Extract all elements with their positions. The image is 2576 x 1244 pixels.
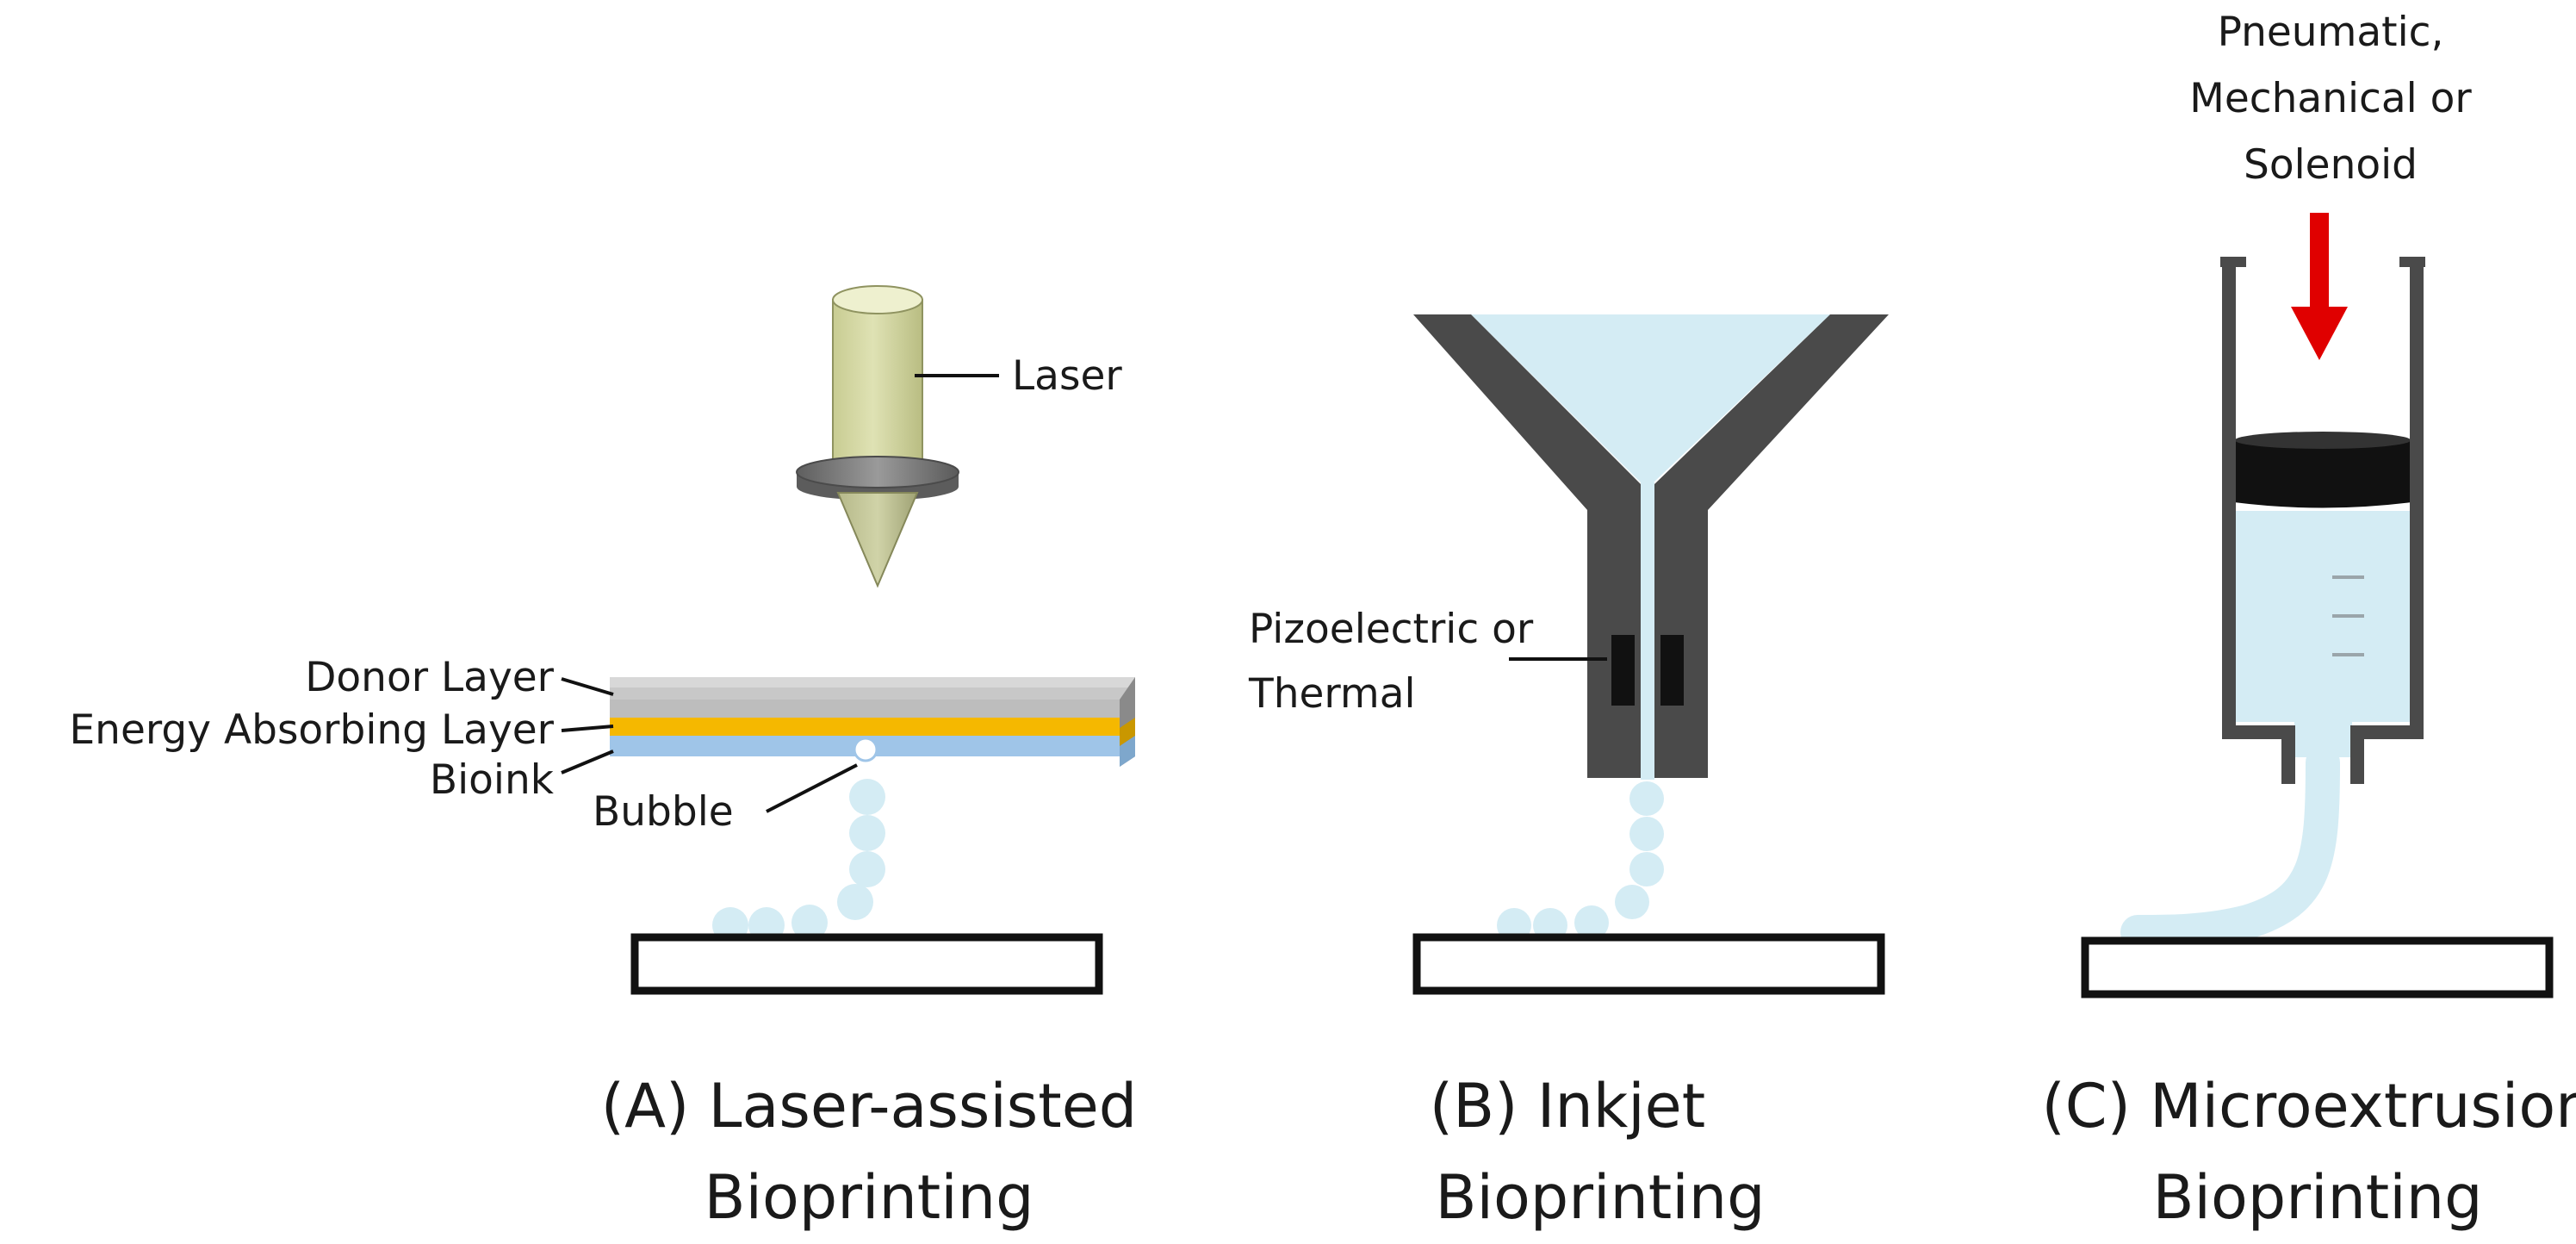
inkjet-caption-line2: Bioprinting [1435,1162,1765,1233]
plunger [2234,432,2412,508]
extrusion-panel: Pneumatic, Mechanical or Solenoid (C [2041,9,2576,1233]
actuator-label-line2: Thermal [1248,670,1416,718]
actuator-label-line1: Pizoelectric or [1249,606,1534,653]
bubble-leader-line [766,763,858,813]
energy-leader-line [561,725,614,732]
laser-panel: Laser Donor Layer Energy Absorbing Layer… [69,285,1137,1233]
drive-label-line1: Pneumatic, [2218,9,2444,56]
bubble-label: Bubble [593,788,734,836]
laser-substrate [630,933,1103,995]
laser-droplets [712,779,885,943]
energy-layer-label: Energy Absorbing Layer [69,706,554,754]
inkjet-nozzle-icon [1413,314,1889,780]
pressure-arrow-icon [2291,213,2348,360]
syringe-icon [2220,257,2425,784]
energy-absorbing-layer [610,718,1135,736]
inkjet-caption-line1: (B) Inkjet [1430,1071,1705,1141]
extrusion-caption-line2: Bioprinting [2152,1162,2482,1233]
inkjet-droplets [1497,781,1664,942]
inkjet-panel: Pizoelectric or Thermal (B) Inkjet Biopr… [1248,314,1889,1233]
drive-label-line3: Solenoid [2244,141,2418,189]
bioink-label: Bioink [430,756,555,804]
donor-leader-line [561,677,614,696]
laser-label: Laser [1012,352,1122,400]
extruded-filament [2120,745,2340,950]
donor-layer-label: Donor Layer [305,654,554,701]
extrusion-caption-line1: (C) Microextrusion [2041,1071,2576,1141]
laser-head-icon [796,285,959,588]
laser-caption-line2: Bioprinting [704,1162,1034,1233]
piezo-actuator-left [1611,635,1635,706]
bubble [853,737,878,762]
bioink-leader-line [561,750,614,774]
piezo-actuator-right [1660,635,1684,706]
inkjet-substrate [1412,933,1885,995]
laser-caption-line1: (A) Laser-assisted [601,1071,1137,1141]
extrusion-substrate [2081,936,2554,998]
drive-label-line2: Mechanical or [2189,75,2472,122]
layer-stack [610,677,1135,767]
